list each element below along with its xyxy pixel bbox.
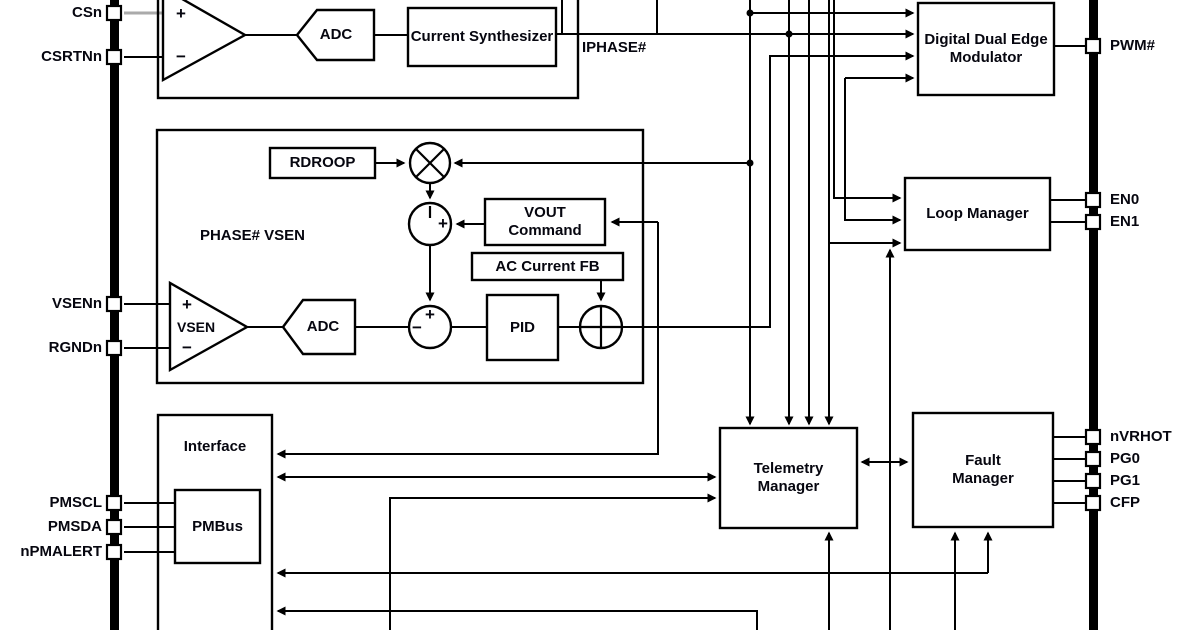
voltage-adc-shape [281,298,357,356]
vsen-amp [168,280,250,373]
right-chip-rail [1089,0,1098,630]
pin-label-csrtn: CSRTNn [41,48,102,65]
adder-plus-icon [580,306,622,348]
pin-pad-csrtn [105,48,123,66]
pin-label-pg1: PG1 [1110,472,1141,489]
junction-dots [746,9,793,167]
wires [124,0,1086,630]
current-adc-shape [295,8,376,62]
pin-label-csn: CSn [72,4,102,21]
junction-glyphs [415,148,622,348]
pmbus-label: PMBus [192,517,243,535]
error-summer-plus-sign: + [425,305,435,325]
vsenamp-plus-sign: + [182,295,192,315]
loop-manager-label: Loop Manager [926,205,1029,223]
pin-label-cfp: CFP [1110,494,1140,511]
modulator-box [916,1,1056,97]
phase-vsen-group-label: PHASE# VSEN [199,227,306,245]
loop-manager-box [903,176,1052,252]
pin-pad-pg1 [1084,472,1102,490]
pin-pad-pwm [1084,37,1102,55]
fault-manager-box [911,411,1055,529]
fault-manager-label: Fault Manager [952,452,1014,487]
vout-summer [407,201,453,247]
rdroop-box [268,146,377,180]
iphase-net-label: IPHASE# [582,39,647,56]
left-chip-rail [110,0,119,630]
modulator-label: Digital Dual Edge Modulator [924,31,1048,66]
rdroop-label: RDROOP [289,154,356,172]
pin-pad-rgndn [105,339,123,357]
pin-pad-nvrhot [1084,428,1102,446]
csamp-plus-sign: + [176,4,186,24]
current-synthesizer-label: Current Synthesizer [410,28,554,46]
pin-label-nvrhot: nVRHOT [1110,428,1172,445]
vsenamp-minus-sign: − [182,338,192,358]
pin-pad-pg0 [1084,450,1102,468]
ac-current-fb-label: AC Current FB [495,257,600,275]
pin-label-en1: EN1 [1110,213,1140,230]
current-sense-group-box [156,0,580,100]
pin-pad-cfp [1084,494,1102,512]
error-summer-minus-sign: − [412,318,422,338]
pin-label-pg0: PG0 [1110,450,1141,467]
pin-label-en0: EN0 [1110,191,1140,208]
pin-pad-en0 [1084,191,1102,209]
container-boxes [155,0,645,630]
pid-label: PID [509,318,535,336]
pin-pads [105,4,1102,561]
pin-label-pmscl: PMSCL [49,494,103,511]
vout-command-box [483,197,607,247]
current-sense-amp [161,0,248,83]
voltage-sense-group-box [155,128,645,385]
vout-command-label: VOUT Command [508,204,582,239]
pin-pad-pmsda [105,518,123,536]
interface-label: Interface [183,438,247,456]
pin-label-npmalert: nPMALERT [20,543,102,560]
telemetry-manager-label: Telemetry Manager [753,460,824,495]
pin-pad-csn [105,4,123,22]
current-synthesizer-box [406,6,558,68]
ac-current-fb-box [470,251,625,282]
multiply-icon [415,148,445,178]
pin-pad-pmscl [105,494,123,512]
pin-label-pwm: PWM# [1110,37,1155,54]
voltage-adc-label: ADC [306,318,340,336]
component-shapes [161,0,1056,565]
pin-label-rgndn: RGNDn [48,339,102,356]
vsen-amp-label: VSEN [177,319,216,335]
vout-summer-plus-sign: + [438,214,448,234]
error-summer [407,304,453,350]
pmbus-box [173,488,262,565]
pin-pad-vsenn [105,295,123,313]
pin-pad-en1 [1084,213,1102,231]
interface-box [156,413,274,630]
pin-label-vsenn: VSENn [51,295,102,312]
current-adc-label: ADC [319,26,353,44]
pid-box [485,293,560,362]
csamp-minus-sign: − [176,47,186,67]
pin-label-pmsda: PMSDA [47,518,102,535]
pin-pad-npmalert [105,543,123,561]
telemetry-manager-box [718,426,859,530]
